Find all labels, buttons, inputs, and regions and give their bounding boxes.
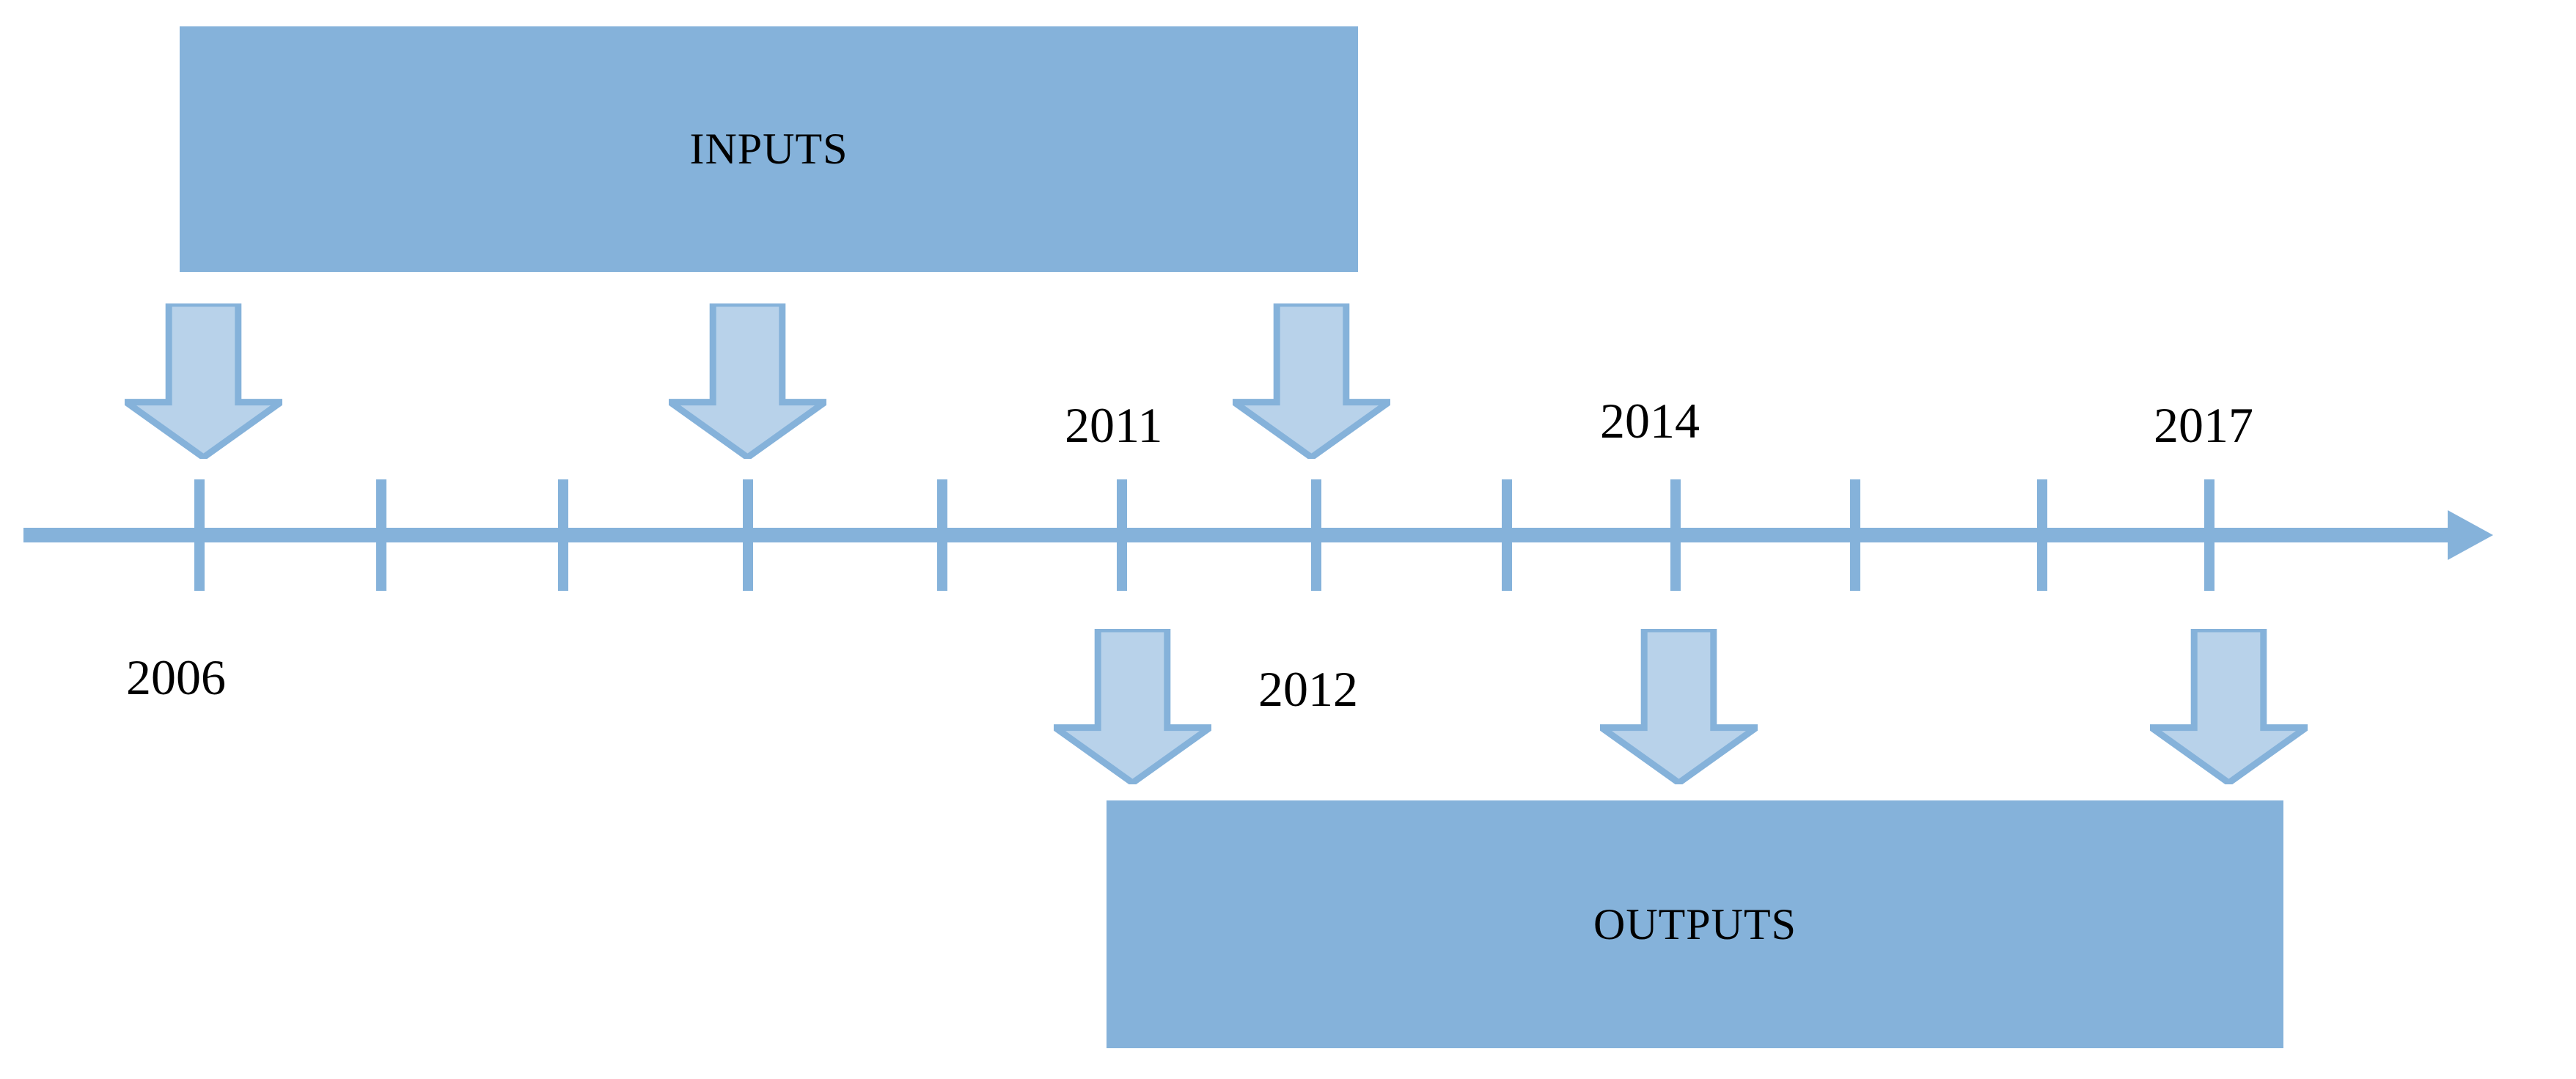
timeline-tick	[194, 479, 205, 591]
year-label-2012: 2012	[1258, 661, 1358, 717]
timeline-tick	[1502, 479, 1512, 591]
outputs-box: OUTPUTS	[1107, 800, 2283, 1048]
year-label-2017: 2017	[2154, 397, 2253, 453]
year-label-2014: 2014	[1600, 393, 1700, 449]
timeline-tick	[1311, 479, 1321, 591]
timeline-tick	[1117, 479, 1127, 591]
timeline-tick	[743, 479, 753, 591]
input-arrow-2006	[125, 303, 282, 459]
timeline-tick	[558, 479, 568, 591]
input-arrow-2009	[669, 303, 826, 459]
output-arrow-2017	[2150, 629, 2308, 784]
inputs-box: INPUTS	[180, 26, 1358, 272]
timeline-tick	[1850, 479, 1860, 591]
year-label-2006: 2006	[126, 649, 226, 705]
inputs-box-label: INPUTS	[689, 125, 848, 173]
timeline-axis-line	[23, 528, 2449, 542]
timeline-tick	[2204, 479, 2214, 591]
timeline-tick	[937, 479, 947, 591]
year-label-2011: 2011	[1065, 397, 1163, 453]
input-arrow-2011	[1233, 303, 1390, 459]
timeline-tick	[2037, 479, 2047, 591]
timeline-tick	[376, 479, 386, 591]
timeline-axis-arrowhead-icon	[2448, 510, 2493, 560]
output-arrow-2012	[1054, 629, 1211, 784]
outputs-box-label: OUTPUTS	[1593, 899, 1797, 949]
timeline-tick	[1670, 479, 1681, 591]
output-arrow-2014	[1600, 629, 1758, 784]
